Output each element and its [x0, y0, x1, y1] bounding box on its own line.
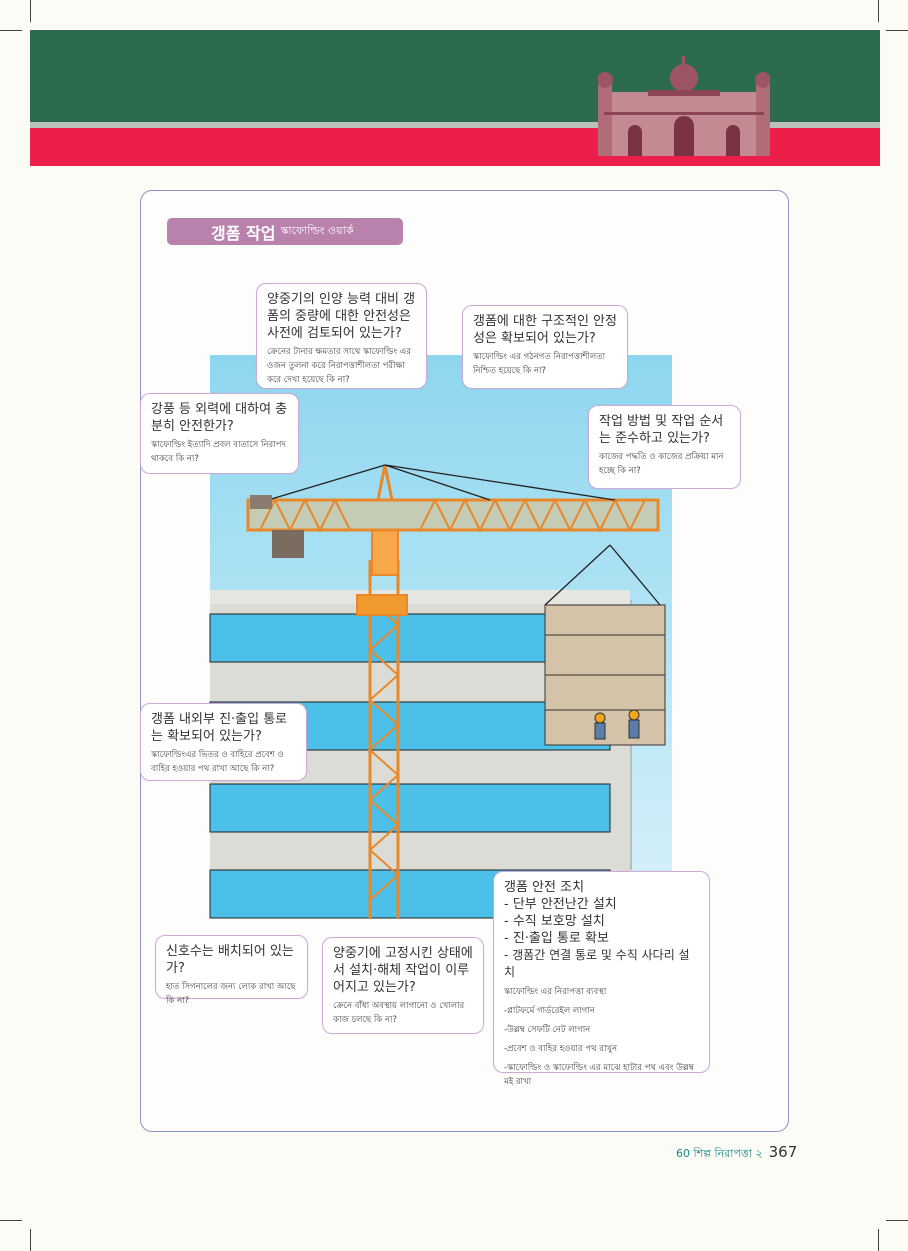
- safety-item: - 진·출입 통로 확보: [504, 931, 609, 946]
- bubble-question: 양중기의 인양 능력 대비 갱폼의 중량에 대한 안전성은 사전에 검토되어 있…: [267, 292, 416, 341]
- safety-bn-item: -উল্লম্ব সেফটি নেট লাগান: [504, 1025, 591, 1035]
- safety-item: - 수직 보호망 설치: [504, 914, 605, 929]
- bubble-question: 강풍 등 외력에 대하여 충분히 안전한가?: [151, 402, 288, 434]
- speech-bubble-access-path: 갱폼 내외부 진·출입 통로는 확보되어 있는가? স্কাফোল্ডিংএর …: [140, 703, 307, 781]
- crop-mark: [878, 1229, 879, 1251]
- speech-bubble-fixed-installation: 양중기에 고정시킨 상태에서 설치·해체 작업이 이루어지고 있는가? ক্রে…: [322, 937, 484, 1034]
- crop-mark: [30, 0, 31, 22]
- speech-bubble-wind-safety: 강풍 등 외력에 대하여 충분히 안전한가? স্কাফোল্ডিং ইত্যা…: [140, 393, 299, 474]
- counterweight: [250, 495, 272, 509]
- bubble-answer: স্কাফোল্ডিংএর ভিতর ও বাহিরে প্রবেশ ও বাহ…: [151, 750, 284, 774]
- bubble-answer: স্কাফোল্ডিং ইত্যাদি প্রবল বাতাসে নিরাপদ …: [151, 440, 286, 464]
- crane: [246, 464, 660, 918]
- bubble-answer: কাজের পদ্ধতি ও কাজের প্রক্রিয়া মান হচ্ছ…: [599, 452, 724, 476]
- bubble-question: 갱폼에 대한 구조적인 안정성은 확보되어 있는가?: [473, 314, 617, 346]
- crop-mark: [0, 30, 22, 31]
- crop-mark: [878, 0, 879, 22]
- section-title: 갱폼 작업 স্কাফোল্ডিং ওয়ার্ক: [167, 218, 403, 245]
- bubble-question: 양중기에 고정시킨 상태에서 설치·해체 작업이 이루어지고 있는가?: [333, 946, 473, 995]
- safety-item: - 단부 안전난간 설치: [504, 897, 617, 912]
- crop-mark: [886, 1220, 908, 1221]
- safety-heading: 갱폼 안전 조치: [504, 880, 585, 895]
- speech-bubble-safety-measures: 갱폼 안전 조치 - 단부 안전난간 설치 - 수직 보호망 설치 - 진·출입…: [493, 871, 710, 1087]
- bubble-answer: ক্রেনে বাঁধা অবস্থায় লাগানো ও খোলার কাজ…: [333, 1001, 465, 1025]
- speech-bubble-crane-capacity: 양중기의 인양 능력 대비 갱폼의 중량에 대한 안전성은 사전에 검토되어 있…: [256, 283, 427, 389]
- safety-item: - 갱폼간 연결 통로 및 수직 사다리 설치: [504, 948, 690, 979]
- bubble-answer: স্কাফোল্ডিং এর গঠনগত নিরাপত্তাশীলতা নিশ্…: [473, 352, 606, 376]
- title-bengali: স্কাফোল্ডিং ওয়ার্ক: [280, 224, 354, 237]
- crop-mark: [886, 30, 908, 31]
- page-number: 367: [768, 1143, 798, 1161]
- speech-bubble-work-procedure: 작업 방법 및 작업 순서는 준수하고 있는가? কাজের পদ্ধতি ও …: [588, 405, 741, 489]
- header-divider: [30, 122, 880, 128]
- bubble-answer: ক্রেনের টানার ক্ষমতার সাথে স্কাফোল্ডিং এ…: [267, 347, 411, 385]
- counterweight-block: [272, 530, 304, 558]
- bubble-question: 신호수는 배치되어 있는가?: [166, 944, 294, 976]
- crop-mark: [30, 1229, 31, 1251]
- safety-bn-item: -প্লাটফর্মে গার্ডরেইল লাগান: [504, 1006, 595, 1016]
- page-footer: 60 শিল্প নিরাপত্তা ২ 367: [676, 1143, 797, 1164]
- speech-bubble-signalman: 신호수는 배치되어 있는가? হাত সিগনালের জন্য লোক রাখ…: [155, 935, 308, 1006]
- crop-mark: [0, 1220, 22, 1221]
- palace-illustration: [598, 56, 770, 156]
- footer-book-title: 60 শিল্প নিরাপত্তা ২: [676, 1147, 763, 1160]
- title-korean: 갱폼 작업: [211, 223, 276, 243]
- speech-bubble-structural-stability: 갱폼에 대한 구조적인 안정성은 확보되어 있는가? স্কাফোল্ডিং এ…: [462, 305, 628, 389]
- crane-cables: [267, 464, 661, 606]
- bubble-question: 작업 방법 및 작업 순서는 준수하고 있는가?: [599, 414, 724, 446]
- gang-form: [544, 604, 666, 746]
- safety-bn-item: -স্কাফোল্ডিং ও স্কাফোল্ডিং এর মাঝে হাটার…: [504, 1063, 694, 1087]
- safety-bn-item: -প্রবেশ ও বাহির হওয়ার পথ রাখুন: [504, 1044, 618, 1054]
- safety-bn-heading: স্কাফোল্ডিং এর নিরাপত্তা ব্যবস্থা: [504, 987, 607, 997]
- bubble-answer: হাত সিগনালের জন্য লোক রাখা আছে কি না?: [166, 982, 296, 1006]
- bubble-question: 갱폼 내외부 진·출입 통로는 확보되어 있는가?: [151, 712, 288, 744]
